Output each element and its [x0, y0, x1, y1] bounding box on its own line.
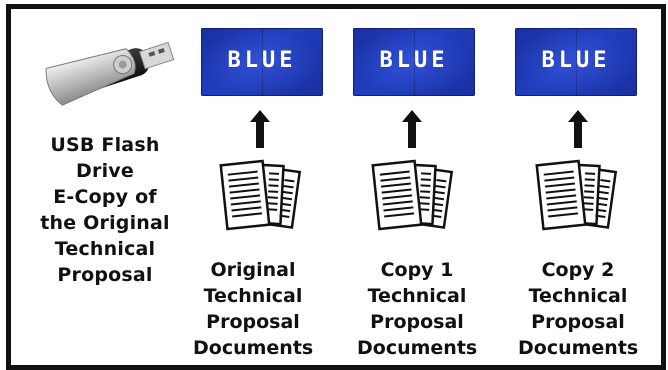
usb-caption-line: E-Copy of: [53, 186, 157, 208]
usb-flash-drive-icon: [45, 41, 175, 106]
caption-line: Documents: [518, 337, 639, 359]
up-arrow-icon: [568, 110, 588, 148]
caption-line: Proposal: [531, 311, 625, 333]
usb-caption-line: Drive: [76, 160, 134, 182]
up-arrow-icon: [250, 110, 270, 148]
caption-line: Copy 2: [541, 259, 615, 281]
caption-line: Documents: [193, 337, 314, 359]
folder-label: BLUE: [227, 48, 297, 73]
folder-label: BLUE: [379, 48, 449, 73]
documents-caption-3: Copy 2 Technical Proposal Documents: [518, 257, 638, 361]
documents-caption-1: Original Technical Proposal Documents: [193, 257, 313, 361]
up-arrow-icon: [402, 110, 422, 148]
caption-line: Original: [210, 259, 296, 281]
usb-caption-line: Technical: [54, 238, 156, 260]
usb-caption-line: the Original: [40, 212, 170, 234]
folder-label: BLUE: [541, 48, 611, 73]
blue-folder-1: BLUE: [201, 28, 323, 96]
documents-icon: [535, 159, 618, 231]
documents-caption-2: Copy 1 Technical Proposal Documents: [357, 257, 477, 361]
caption-line: Technical: [528, 285, 628, 307]
usb-caption-line: USB Flash: [50, 134, 160, 156]
caption-line: Documents: [357, 337, 478, 359]
caption-line: Technical: [203, 285, 303, 307]
usb-caption-line: Proposal: [57, 264, 153, 286]
documents-icon: [219, 159, 302, 231]
blue-folder-2: BLUE: [353, 28, 475, 96]
documents-icon: [371, 159, 454, 231]
caption-line: Proposal: [206, 311, 300, 333]
caption-line: Technical: [367, 285, 467, 307]
blue-folder-3: BLUE: [515, 28, 637, 96]
caption-line: Copy 1: [380, 259, 454, 281]
caption-line: Proposal: [370, 311, 464, 333]
usb-caption: USB Flash Drive E-Copy of the Original T…: [26, 132, 184, 288]
